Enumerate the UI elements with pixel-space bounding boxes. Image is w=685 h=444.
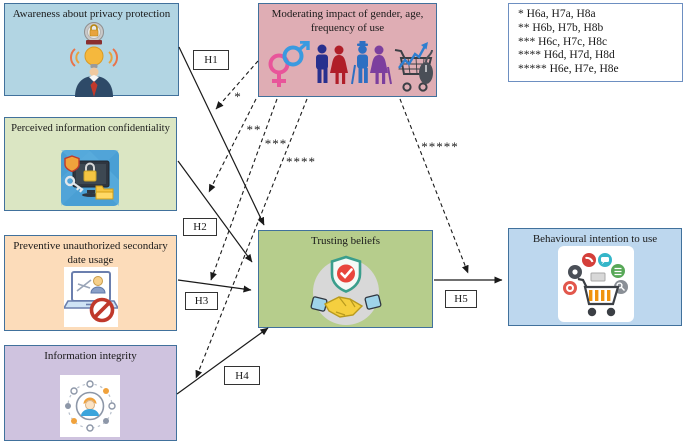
moderation-label-4: ****: [286, 154, 316, 169]
h2-label: H2: [183, 218, 217, 236]
legend-line: ***** H6e, H7e, H8e: [518, 63, 619, 76]
moderation-label-3: ***: [264, 136, 288, 151]
legend-line: * H6a, H7a, H8a: [518, 8, 596, 20]
construct-box-confidentiality: Perceived information confidentiality: [4, 117, 177, 211]
confidentiality-icon: [61, 150, 119, 206]
prevention-icon: [64, 267, 118, 327]
integrity-title: Information integrity: [44, 350, 137, 362]
h5-label: H5: [445, 290, 477, 308]
trusting-icon: [310, 255, 382, 325]
preventive-title: Preventive unauthorized secondary date u…: [13, 240, 168, 266]
arrow-h3: [177, 279, 252, 293]
construct-box-behavioural: Behavioural intention to use: [508, 228, 682, 326]
legend-box: * H6a, H7a, H8a ** H6b, H7b, H8b *** H6c…: [508, 3, 683, 82]
legend-line: ** H6b, H7b, H8b: [518, 21, 604, 34]
construct-box-awareness: Awareness about privacy protection: [4, 3, 179, 97]
confidentiality-title: Perceived information confidentiality: [11, 123, 170, 134]
trusting-title: Trusting beliefs: [311, 235, 380, 247]
moderation-label-2: **: [246, 122, 262, 137]
h3-label: H3: [185, 292, 218, 310]
construct-box-preventive: Preventive unauthorized secondary date u…: [4, 235, 177, 331]
h4-label: H4: [224, 366, 260, 385]
integrity-icon: [60, 375, 120, 437]
construct-box-trusting: Trusting beliefs: [258, 230, 433, 328]
moderating-title: Moderating impact of gender, age, freque…: [271, 8, 424, 34]
awareness-icon: [69, 22, 119, 97]
moderation-arrow-2: [208, 98, 257, 193]
legend-line: **** H6d, H7d, H8d: [518, 49, 615, 62]
behavioural-icon: [558, 246, 634, 322]
moderators-icons: [268, 41, 433, 92]
awareness-title: Awareness about privacy protection: [12, 8, 171, 20]
arrow-h2: [177, 160, 253, 263]
age-groups-icon: [316, 41, 392, 85]
legend-line: *** H6c, H7c, H8c: [518, 35, 608, 48]
moderation-label-5: *****: [421, 139, 459, 154]
moderator-box: Moderating impact of gender, age, freque…: [258, 3, 437, 97]
gender-icon: [268, 41, 310, 87]
behavioural-title: Behavioural intention to use: [532, 233, 658, 245]
construct-box-integrity: Information integrity: [4, 345, 177, 441]
usage-cart-icon: [394, 42, 433, 92]
h1-label: H1: [193, 50, 229, 70]
moderation-label-1: *: [234, 89, 242, 104]
